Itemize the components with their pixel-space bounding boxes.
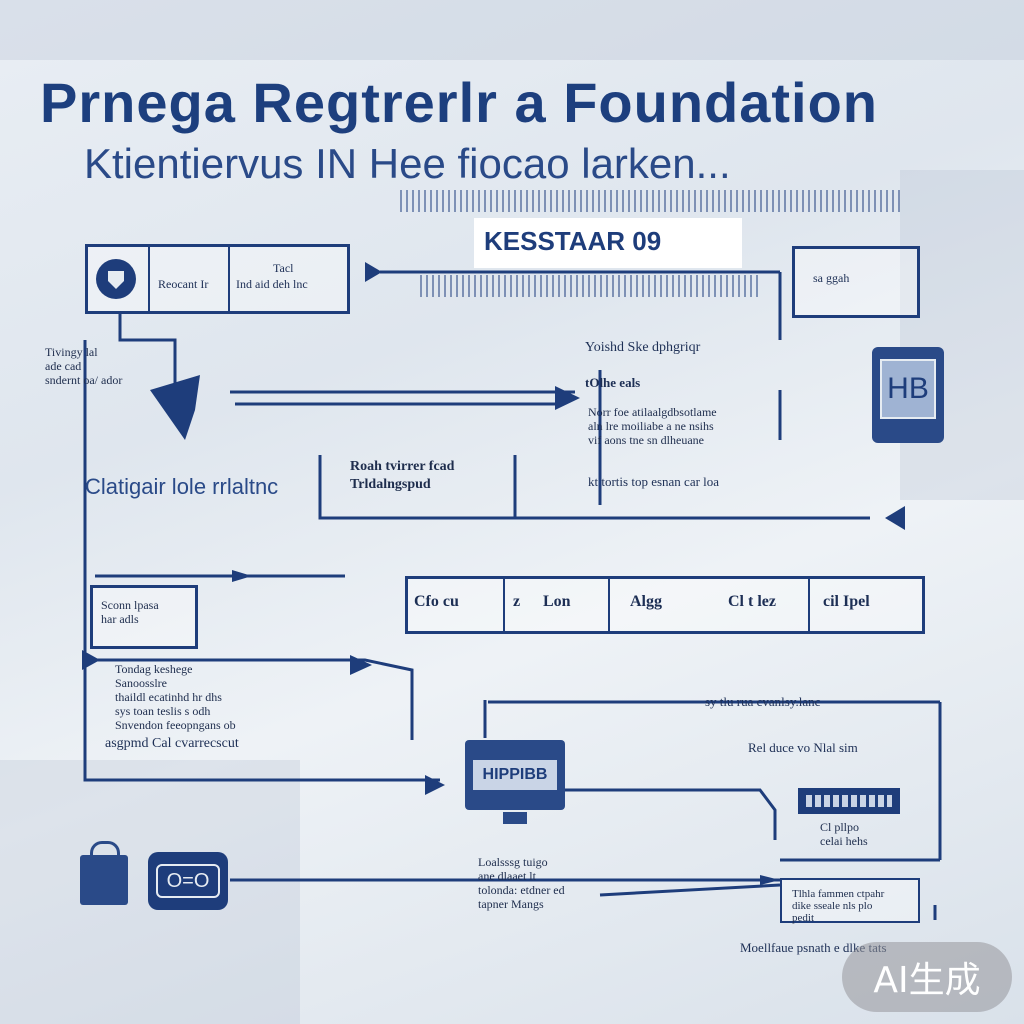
table-cell: Cfo cu <box>414 593 459 610</box>
table-cell: Algg <box>630 593 662 610</box>
page-subtitle: Ktientiervus IN Hee fiocao larken... <box>84 140 731 187</box>
left-note-2-footer: asgpmd Cal cvarrecscut <box>105 736 239 751</box>
left-box-2: Sconn lpasa har adls <box>90 585 198 649</box>
ai-generated-badge: AI生成 <box>842 942 1012 1012</box>
right-notes-header: Yoishd Ske dphgriqr <box>585 340 701 355</box>
lock-icon <box>80 841 128 905</box>
divider <box>148 247 150 311</box>
background-band <box>0 0 1024 60</box>
box-label-top: Tacl <box>273 261 294 275</box>
background-window <box>900 170 1024 500</box>
table-cell: Cl t lez <box>728 593 776 610</box>
box-label-left: Reocant Ir <box>158 277 209 291</box>
divider <box>228 247 230 311</box>
right-note-text: Tlhla fammen ctpahr dike sseale nls plo … <box>792 888 885 924</box>
center-note: Loalsssg tuigo ane dlaaet lt tolonda: et… <box>478 855 565 911</box>
top-left-box: Reocant Ir Tacl Ind aid deh lnc <box>85 244 350 314</box>
router-label: O=O <box>156 864 220 898</box>
right-line-label: sy tlu rua cvanlsy.lanc <box>705 694 821 709</box>
banner-box: KESSTAAR 09 <box>474 218 742 268</box>
device-hb-icon: HB <box>872 347 944 443</box>
right-notes-footer: kt tortis top esnan car loa <box>588 474 720 489</box>
top-right-label: sa ggah <box>813 271 850 285</box>
box-label-bottom: Ind aid deh lnc <box>236 277 308 291</box>
left-note-2: Tondag keshege Sanoosslre thaildl ecatin… <box>115 662 236 732</box>
bottom-right-caption: Moellfaue psnath e dlke tats <box>740 940 887 955</box>
right-note-box: Tlhla fammen ctpahr dike sseale nls plo … <box>780 878 920 924</box>
top-right-box: sa ggah <box>792 246 920 318</box>
banner-label: KESSTAAR 09 <box>484 226 662 256</box>
left-box-2-text: Sconn lpasa har adls <box>101 598 159 626</box>
router-icon: O=O <box>148 852 228 910</box>
right-device-caption: Cl pllpo celai hehs <box>820 820 868 848</box>
left-heading: Clatigair lole rrlaltnc <box>85 474 279 499</box>
right-notes-body: Norr foe atilaalgdbsotlame aln lre moili… <box>588 405 717 447</box>
table-cell: cil Ipel <box>823 593 870 610</box>
table-cell: z <box>513 593 521 610</box>
monitor-screen: HIPPIBB <box>473 760 557 790</box>
table-row: Cfo cu z Lon Algg Cl t lez cil Ipel <box>405 576 925 634</box>
monitor-icon: HIPPIBB <box>465 740 565 828</box>
left-note-top: Tivingy lal ade cad sndernt oa/ ador <box>45 345 123 387</box>
center-label: Roah tvirrer fcad Trldalngspud <box>350 459 455 492</box>
right-notes-sub: tOlhe eals <box>585 375 641 390</box>
hb-icon-screen: HB <box>880 359 936 419</box>
table-cell: Lon <box>543 593 571 610</box>
shield-icon <box>96 259 136 299</box>
barcode-strip-mid <box>420 275 760 297</box>
right-small-label: Rel duce vo Nlal sim <box>748 740 858 755</box>
page-title: Prnega Regtrerlr a Foundation <box>40 71 878 134</box>
server-rack-icon <box>798 788 900 814</box>
barcode-strip-top <box>400 190 900 212</box>
